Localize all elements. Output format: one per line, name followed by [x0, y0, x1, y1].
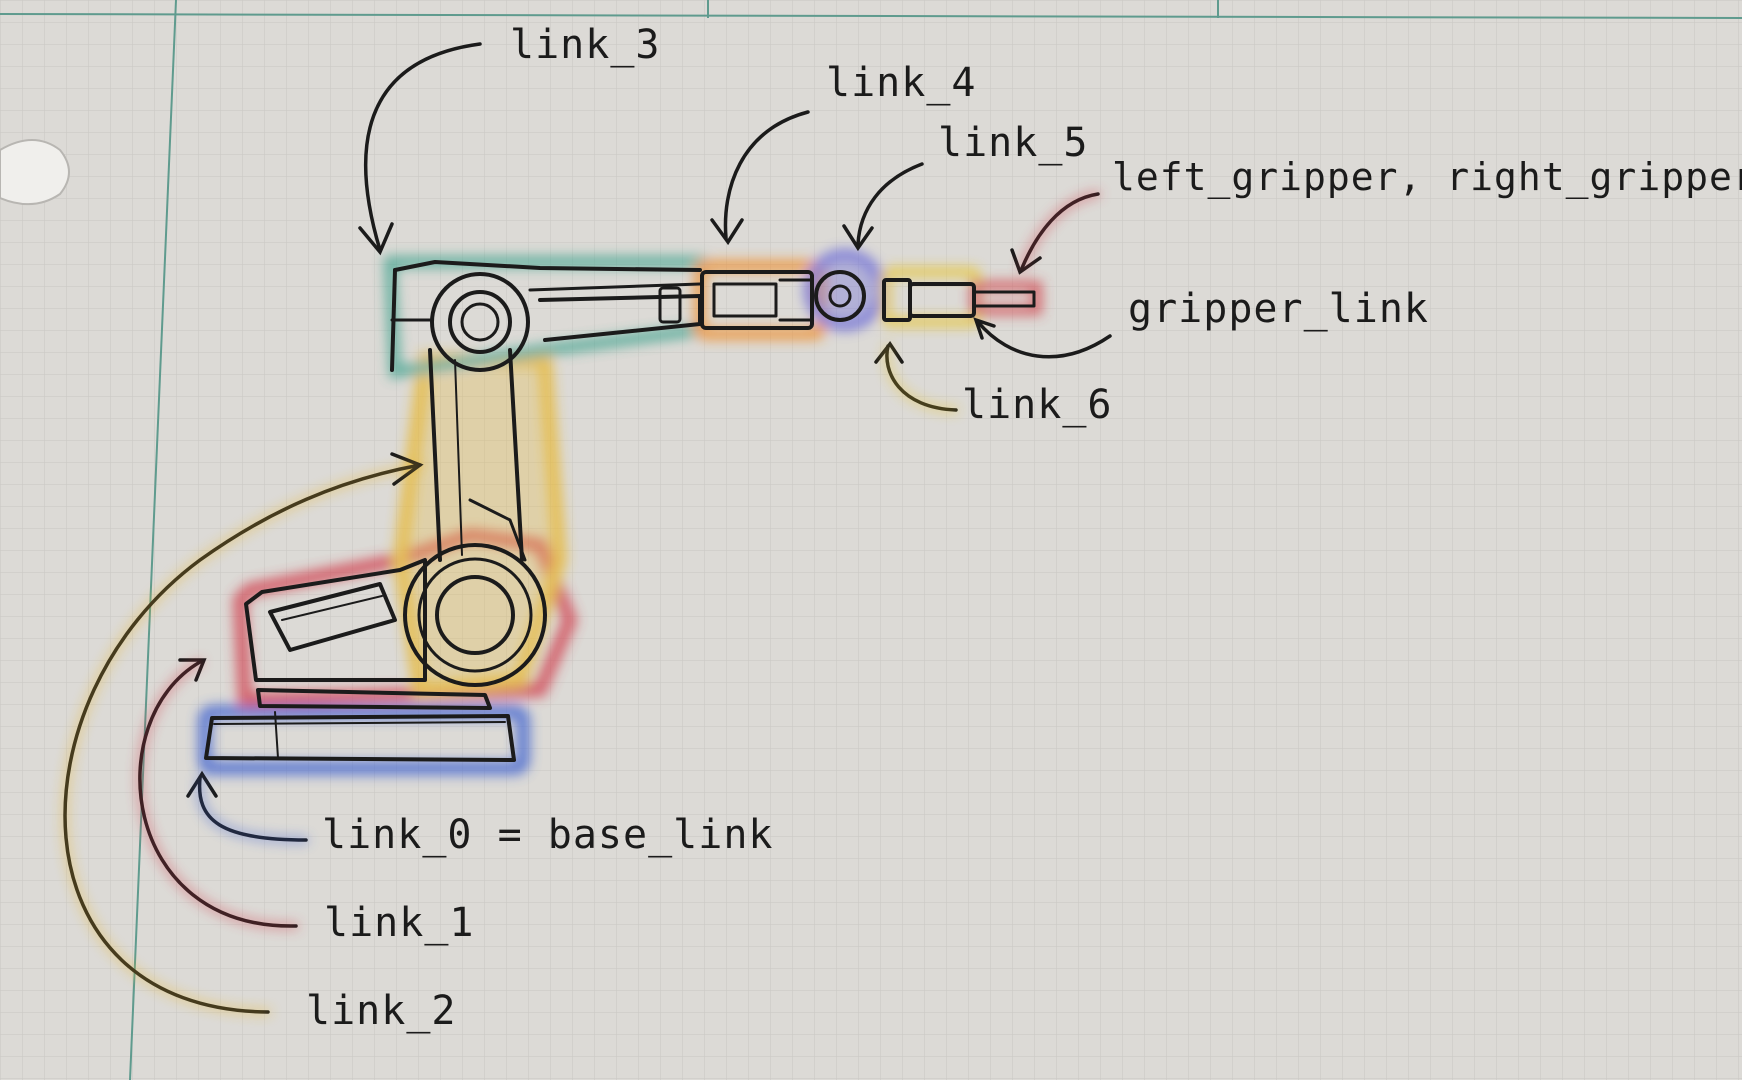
link-5-highlight	[809, 254, 881, 326]
label-link-0: link_0 = base_link	[322, 812, 773, 858]
label-grippers: left_gripper, right_gripper	[1112, 155, 1742, 200]
label-link-4: link_4	[826, 60, 977, 106]
label-link-6: link_6	[962, 382, 1113, 428]
label-link-1: link_1	[324, 900, 475, 946]
punch-hole	[0, 140, 69, 204]
label-gripper-link: gripper_link	[1128, 286, 1429, 332]
label-link-3: link_3	[510, 22, 661, 68]
label-link-2: link_2	[306, 988, 457, 1034]
label-link-5: link_5	[938, 120, 1089, 166]
